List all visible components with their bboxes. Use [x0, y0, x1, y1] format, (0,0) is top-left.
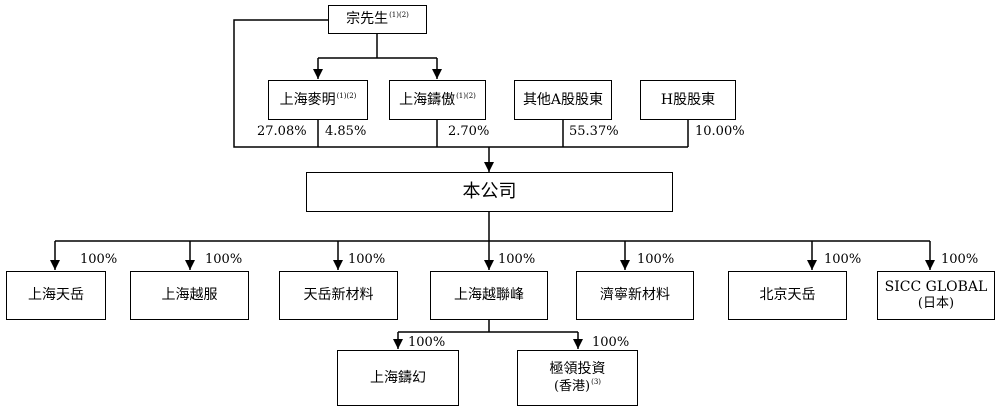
founder-box: 宗先生(1)(2): [328, 5, 427, 34]
pct-jining-xincailiao: 100%: [637, 252, 675, 267]
holder-note-maiming: (1)(2): [336, 91, 357, 100]
company-name: 本公司: [462, 181, 517, 203]
holder-name-maiming: 上海麥明: [279, 91, 336, 108]
subsidiary-box-shanghai-yuelianfeng: 上海越聯峰: [430, 271, 548, 320]
subsidiary-name: 濟寧新材料: [600, 287, 670, 304]
subsidiary-name: 上海天岳: [28, 287, 84, 304]
pct-jiling-touzi: 100%: [592, 335, 630, 350]
pct-h-shares: 10.00%: [695, 124, 745, 139]
holder-box-other-a: 其他A股股東: [514, 80, 612, 120]
founder-note: (1)(2): [389, 11, 409, 20]
subsidiary-box-beijing-tianyue: 北京天岳: [728, 271, 847, 320]
subsidiary-box-shanghai-tianyue: 上海天岳: [6, 271, 106, 320]
founder-name: 宗先生: [346, 11, 389, 28]
subsidiary-name: 上海越服: [161, 287, 218, 304]
pct-tianyue-xincailiao: 100%: [348, 252, 386, 267]
grandchild-region: (香港): [553, 379, 591, 395]
holder-note-zhuao: (1)(2): [456, 91, 476, 100]
pct-shanghai-tianyue: 100%: [80, 252, 118, 267]
holder-box-maiming: 上海麥明(1)(2): [268, 80, 368, 120]
pct-shanghai-yuelianfeng: 100%: [498, 252, 536, 267]
holder-box-zhuao: 上海鑄傲(1)(2): [389, 80, 486, 120]
company-box: 本公司: [306, 172, 673, 212]
pct-shanghai-zhuhuan: 100%: [408, 335, 446, 350]
grandchild-name: 上海鑄幻: [370, 369, 426, 386]
subsidiary-region: (日本): [917, 296, 955, 312]
subsidiary-box-shanghai-yuefu: 上海越服: [130, 271, 249, 320]
subsidiary-box-tianyue-xincailiao: 天岳新材料: [279, 271, 398, 320]
subsidiary-box-sicc-global: SICC GLOBAL (日本): [877, 271, 995, 320]
holder-name-h-shares: H股股東: [660, 91, 716, 108]
subsidiary-name: SICC GLOBAL: [884, 279, 988, 296]
pct-other-a: 55.37%: [569, 124, 619, 139]
pct-shanghai-yuefu: 100%: [205, 252, 243, 267]
holder-name-other-a: 其他A股股東: [522, 91, 604, 108]
subsidiary-box-jining-xincailiao: 濟寧新材料: [576, 271, 694, 320]
founder-direct-line: [233, 19, 688, 148]
holder-name-zhuao: 上海鑄傲: [399, 91, 456, 108]
pct-beijing-tianyue: 100%: [824, 252, 862, 267]
pct-sicc-global: 100%: [941, 252, 979, 267]
holder-box-h-shares: H股股東: [640, 80, 736, 120]
pct-maiming: 4.85%: [325, 124, 367, 139]
subsidiary-name: 上海越聯峰: [454, 287, 524, 304]
pct-founder-direct: 27.08%: [257, 124, 307, 139]
pct-zhuao: 2.70%: [448, 124, 490, 139]
grandchild-box-shanghai-zhuhuan: 上海鑄幻: [337, 350, 459, 406]
grandchild-box-jiling-touzi: 極領投資 (香港)(3): [517, 350, 638, 406]
grandchild-note: (3): [591, 378, 602, 387]
grandchild-name: 極領投資: [549, 361, 606, 378]
subsidiary-name: 天岳新材料: [303, 287, 374, 304]
subsidiary-name: 北京天岳: [759, 287, 816, 304]
